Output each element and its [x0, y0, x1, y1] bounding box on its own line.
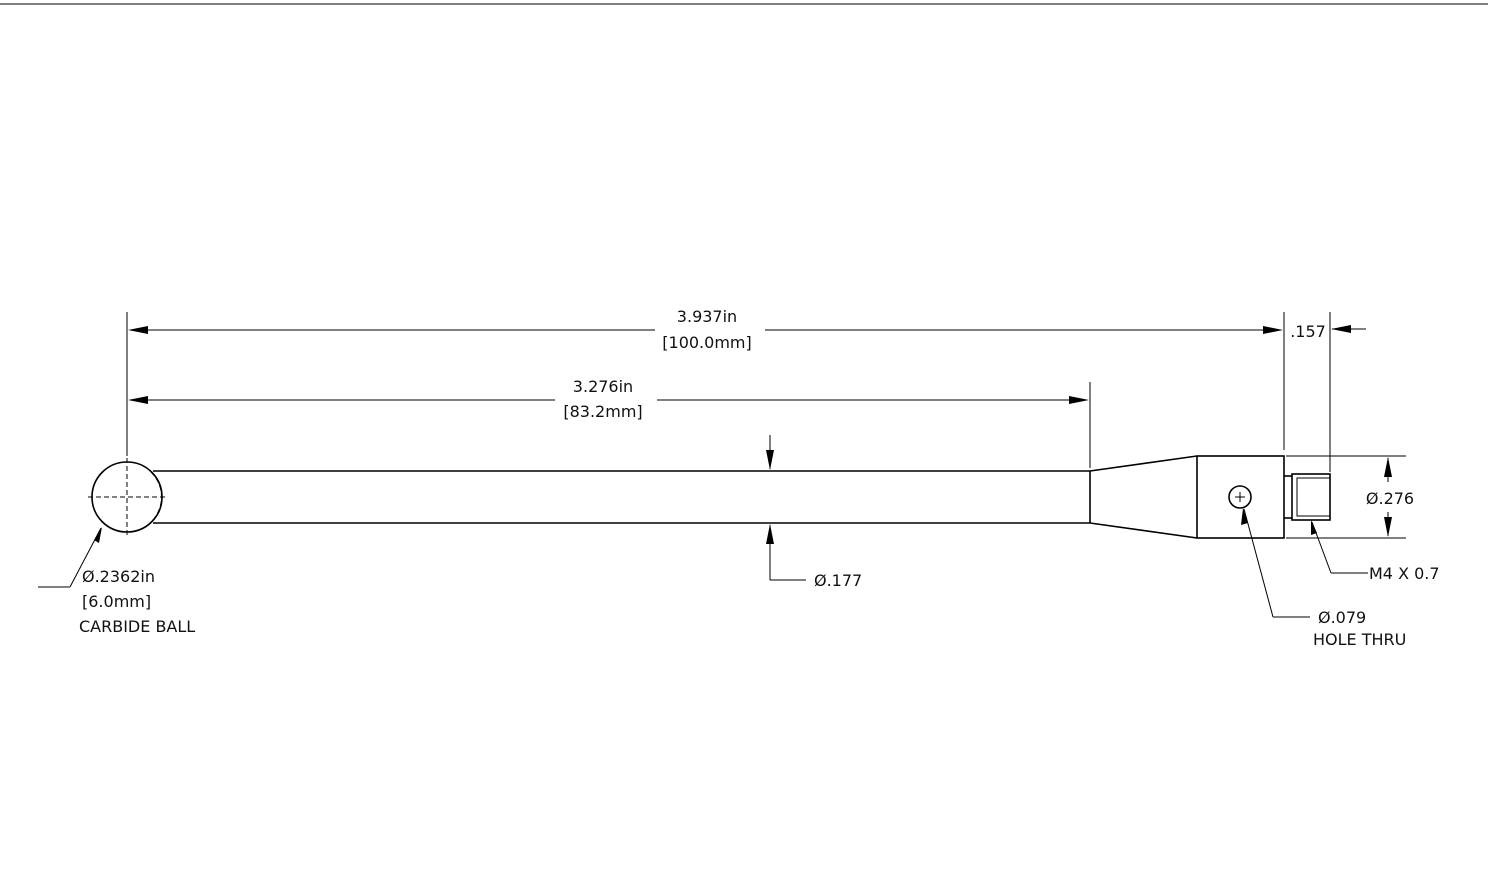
hole-diameter: Ø.079 [1318, 608, 1366, 627]
stylus-body [1196, 455, 1285, 539]
dim-overall-mm: [100.0mm] [662, 333, 751, 352]
thread-minor [1296, 477, 1331, 517]
ball-diameter-in: Ø.2362in [82, 567, 155, 586]
thread-spec: M4 X 0.7 [1369, 564, 1440, 583]
dim-thread-length-text: .157 [1290, 322, 1326, 341]
ball-material: CARBIDE BALL [79, 617, 195, 636]
dim-overall-in: 3.937in [677, 307, 737, 326]
dim-thread-length: .157 [1290, 312, 1366, 472]
dim-shaft-mm: [83.2mm] [563, 402, 642, 421]
note-hole-thru: Ø.079 HOLE THRU [1241, 508, 1406, 649]
hole-type: HOLE THRU [1313, 630, 1406, 649]
dim-shaft-diameter-text: Ø.177 [814, 571, 862, 590]
note-carbide-ball: Ø.2362in [6.0mm] CARBIDE BALL [38, 527, 195, 636]
dim-body-diameter-text: Ø.276 [1366, 489, 1414, 508]
dim-shaft-diameter: Ø.177 [766, 435, 862, 590]
thread-major [1291, 473, 1331, 521]
dim-shaft-length: 3.276in [83.2mm] [128, 377, 1091, 468]
cross-hole [1228, 485, 1252, 509]
taper-top-edge [1089, 455, 1198, 472]
stylus-part [88, 455, 1331, 539]
dim-overall-length: 3.937in [100.0mm] [126, 307, 1285, 456]
ball-diameter-mm: [6.0mm] [82, 592, 151, 611]
taper-bottom-edge [1089, 522, 1198, 539]
dim-shaft-in: 3.276in [573, 377, 633, 396]
dim-body-diameter: Ø.276 [1286, 455, 1414, 539]
note-thread: M4 X 0.7 [1311, 520, 1440, 583]
